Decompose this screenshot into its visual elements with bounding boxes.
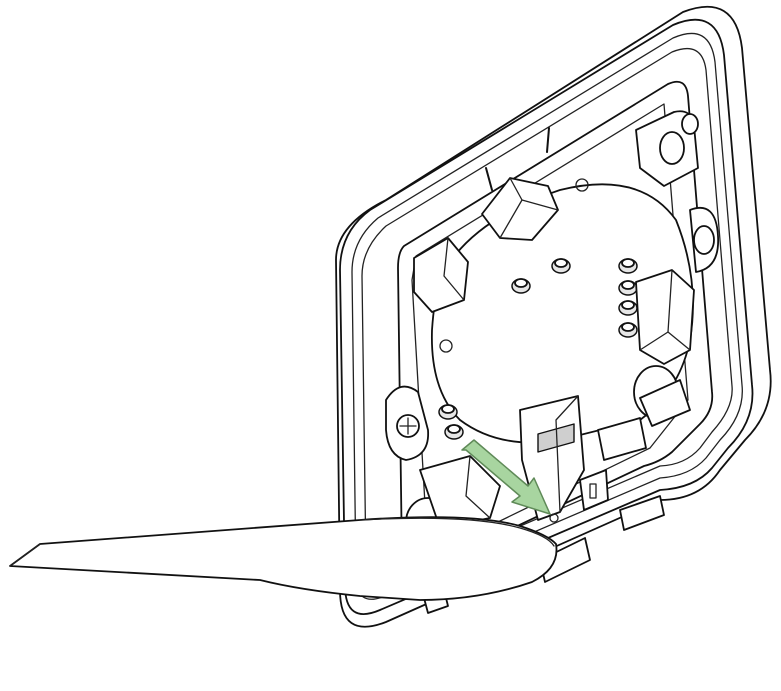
screw-terminals <box>438 258 638 440</box>
screw-top-2 <box>551 258 571 274</box>
direction-arrow <box>461 439 551 515</box>
top-latch <box>481 127 559 241</box>
latch-hole <box>549 513 559 523</box>
screw-right-2 <box>618 280 638 296</box>
screw-left-2 <box>444 424 464 440</box>
center-disk <box>431 178 694 444</box>
right-terminal-block <box>635 269 695 365</box>
screw-right-3 <box>618 300 638 316</box>
screw-right-4 <box>618 322 638 338</box>
screw-top-1 <box>511 278 531 294</box>
screw-left-1 <box>438 404 458 420</box>
pull-tab-strip <box>9 516 558 601</box>
screw-right-1 <box>618 258 638 274</box>
